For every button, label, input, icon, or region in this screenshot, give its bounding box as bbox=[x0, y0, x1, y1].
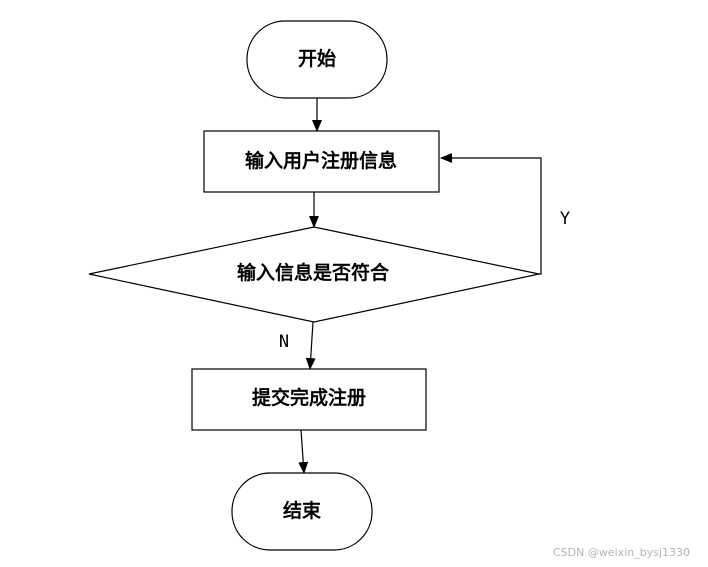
start-label: 开始 bbox=[298, 47, 336, 70]
edge-submit-to-end bbox=[298, 429, 309, 474]
start-node: 开始 bbox=[246, 20, 388, 99]
input-shape bbox=[203, 130, 440, 193]
end-shape bbox=[231, 472, 373, 551]
yes-label: Y bbox=[560, 209, 570, 229]
submit-node: 提交完成注册 bbox=[191, 368, 427, 431]
decision-shape bbox=[88, 226, 540, 323]
decision-label: 输入信息是否符合 bbox=[237, 261, 390, 284]
decision-node: 输入信息是否符合 bbox=[88, 226, 540, 323]
watermark: CSDN @weixin_bysj1330 bbox=[553, 546, 690, 559]
end-node: 结束 bbox=[231, 472, 373, 551]
submit-shape bbox=[191, 368, 427, 431]
input-label: 输入用户注册信息 bbox=[245, 149, 397, 172]
end-label: 结束 bbox=[283, 499, 322, 522]
submit-label: 提交完成注册 bbox=[252, 386, 366, 409]
edge-no-to-submit bbox=[305, 321, 316, 370]
no-label: N bbox=[279, 332, 289, 352]
input-node: 输入用户注册信息 bbox=[203, 130, 440, 193]
edge-yes-loop bbox=[440, 153, 542, 275]
